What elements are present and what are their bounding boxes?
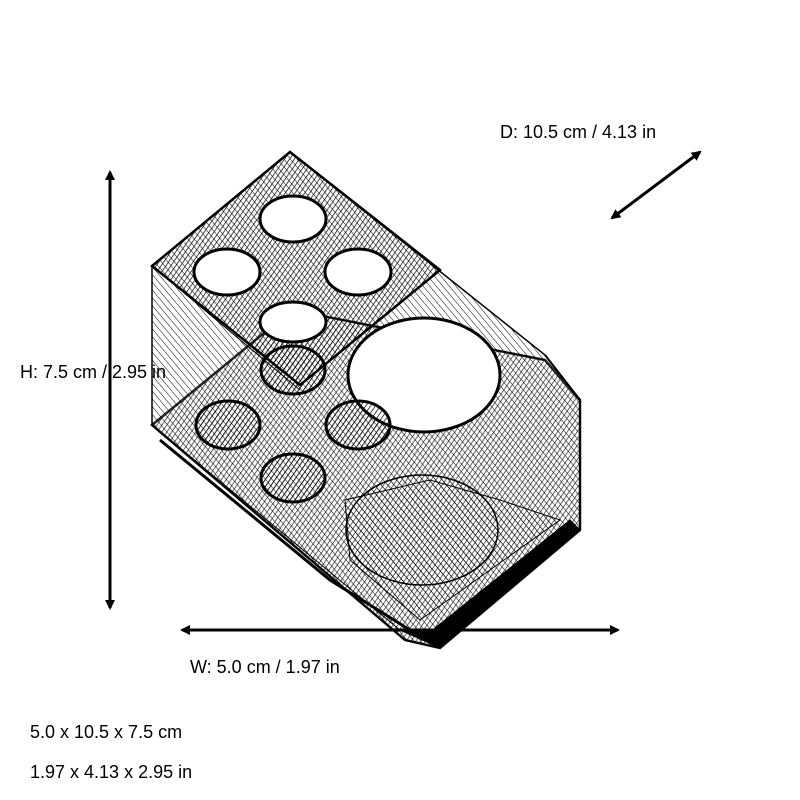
height-label: H: 7.5 cm / 2.95 in xyxy=(20,362,167,382)
summary-cm: 5.0 x 10.5 x 7.5 cm xyxy=(30,722,183,742)
lower-holes xyxy=(194,344,499,586)
depth-label: D: 10.5 cm / 4.13 in xyxy=(500,122,657,142)
hole-large xyxy=(346,316,502,434)
hole-1 xyxy=(258,194,328,244)
summary-in: 1.97 x 4.13 x 2.95 in xyxy=(30,762,193,782)
hole-4 xyxy=(258,300,328,344)
hole-2 xyxy=(192,247,262,297)
hole-3 xyxy=(323,247,393,297)
width-label: W: 5.0 cm / 1.97 in xyxy=(190,657,340,677)
holes xyxy=(192,194,502,434)
depth-arrow xyxy=(610,150,702,220)
